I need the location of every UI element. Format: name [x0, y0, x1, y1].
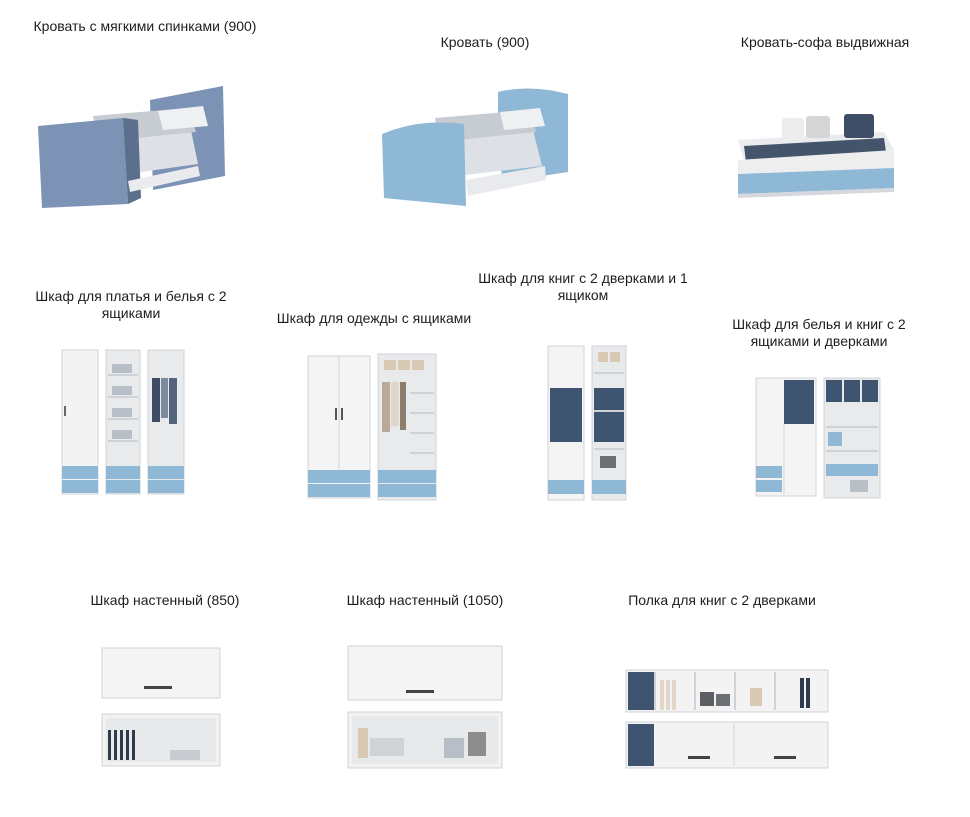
product-title: Шкаф для одежды с ящиками [276, 310, 472, 326]
product-wall-cabinet-1050[interactable]: Шкаф настенный (1050) [320, 590, 530, 776]
product-title: Кровать (900) [440, 34, 530, 50]
product-bed[interactable]: Кровать (900) [380, 18, 590, 218]
wall-shelf-icon [624, 666, 832, 772]
product-title: Шкаф для платья и белья с 2 ящиками [35, 288, 227, 321]
upholstered-bed-icon [38, 86, 248, 208]
sofa-bed-icon [734, 110, 900, 208]
product-title: Кровать-софа выдвижная [740, 34, 910, 50]
product-title: Шкаф настенный (850) [90, 592, 240, 608]
product-linen-book-cabinet[interactable]: Шкаф для белья и книг с 2 ящиками и двер… [716, 316, 922, 500]
product-bookcase[interactable]: Шкаф для книг с 2 дверками и 1 ящиком [456, 270, 710, 506]
product-wall-cabinet-850[interactable]: Шкаф настенный (850) [70, 590, 260, 770]
product-title: Кровать с мягкими спинками (900) [33, 18, 257, 34]
product-title: Полка для книг с 2 дверками [628, 592, 816, 608]
product-sofa-bed[interactable]: Кровать-софа выдвижная [720, 18, 930, 218]
product-title: Шкаф для белья и книг с 2 ящиками и двер… [732, 316, 906, 349]
bookcase-icon [546, 344, 630, 502]
product-wardrobe-clothes[interactable]: Шкаф для одежды с ящиками [262, 308, 486, 506]
product-title: Шкаф настенный (1050) [346, 592, 504, 608]
wardrobe-icon [306, 352, 440, 504]
wardrobe-icon [60, 348, 190, 496]
cabinet-icon [754, 376, 884, 500]
wall-cabinet-icon [346, 642, 506, 772]
product-wall-shelf[interactable]: Полка для книг с 2 дверками [612, 590, 832, 776]
product-wardrobe-linen[interactable]: Шкаф для платья и белья с 2 ящиками [16, 288, 246, 503]
bed-icon [380, 88, 570, 208]
product-upholstered-bed[interactable]: Кровать с мягкими спинками (900) [20, 18, 270, 218]
wall-cabinet-icon [100, 646, 224, 770]
product-title: Шкаф для книг с 2 дверками и 1 ящиком [478, 270, 688, 303]
